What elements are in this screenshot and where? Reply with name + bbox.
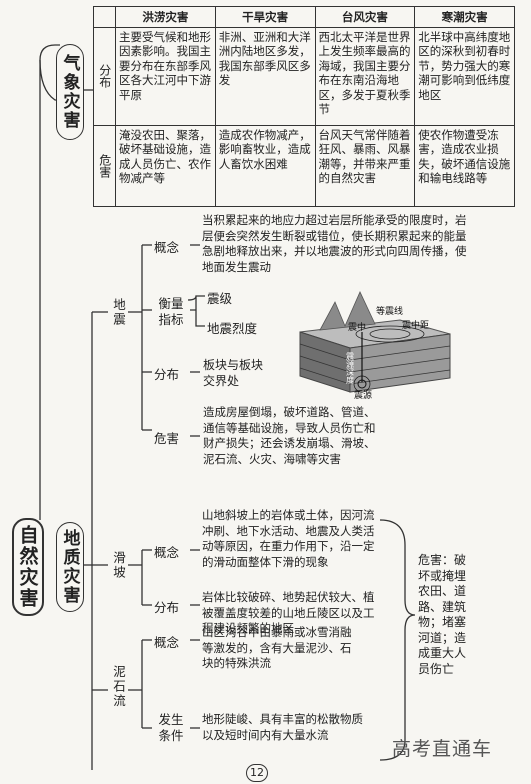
ls-distribution-label: 分布 — [154, 600, 180, 615]
row-label-distribution: 分布 — [93, 26, 116, 126]
eq-harm-label: 危害 — [154, 431, 180, 446]
landslide-label: 滑坡 — [111, 551, 126, 580]
eq-distribution-label: 分布 — [154, 367, 180, 382]
table-cell: 西北太平洋是世界上发生频率最高的海域，我国主要分布在东南沿海地区，多发于夏秋季节 — [314, 26, 416, 126]
disaster-table: 洪涝灾害 干旱灾害 台风灾害 寒潮灾害 分布 主要受气候和地形因素影响。我国主要… — [93, 6, 515, 207]
df-concept-label: 概念 — [154, 635, 180, 650]
table-cell: 使农作物遭受冻害，造成农业损失，破坏通信设施和输电线路等 — [414, 124, 515, 207]
diagram-label: 震源深度 — [346, 352, 355, 385]
df-condition-text: 地形陡峻、具有丰富的松散物质以及短时间内有大量水流 — [202, 712, 363, 742]
table-cell: 主要受气候和地形因素影响。我国主要分布在东部季风区各大江河中下游平原 — [115, 26, 216, 126]
header-flood: 洪涝灾害 — [115, 6, 216, 28]
natural-disaster-label: 自然灾害 — [12, 518, 44, 616]
debris-flow-label: 泥石流 — [111, 665, 126, 709]
ls-concept-label: 概念 — [154, 545, 180, 560]
table-row-distribution: 分布 主要受气候和地形因素影响。我国主要分布在东部季风区各大江河中下游平原 非洲… — [93, 26, 515, 126]
header-typhoon: 台风灾害 — [314, 6, 416, 28]
eq-concept-label: 概念 — [154, 240, 180, 255]
table-cell: 造成农作物减产，影响畜牧业，造成人畜饮水困难 — [214, 124, 316, 207]
row-label-harm: 危害 — [93, 124, 116, 207]
diagram-label: 震源 — [354, 390, 372, 400]
table-cell: 非洲、亚洲和大洋洲内陆地区多发，我国东部季风区多发 — [214, 26, 316, 126]
table-cell: 淹没农田、聚落，破坏基础设施，造成人员伤亡、农作物减产等 — [115, 124, 216, 207]
table-cell: 台风天气常伴随着狂风、暴雨、风暴潮等，并带来严重的自然灾害 — [314, 124, 416, 207]
earthquake-label: 地震 — [111, 298, 126, 327]
landslide-debris-harm-text: 危害：破坏或掩埋农田、道路、建筑物；堵塞河道；造成重大人员伤亡 — [418, 553, 467, 676]
eq-measure-intensity: 地震烈度 — [207, 321, 258, 336]
geo-disaster-label: 地质灾害 — [56, 522, 84, 612]
df-condition-label: 发生条件 — [158, 712, 184, 743]
watermark: 高考直通车 — [392, 738, 493, 760]
header-coldwave: 寒潮灾害 — [414, 6, 515, 28]
eq-concept-text: 当积累起来的地应力超过岩层所能承受的限度时，岩层便会突然发生断裂或错位，使长期积… — [202, 213, 467, 274]
eq-measure-label: 衡量指标 — [158, 296, 184, 327]
table-header-row: 洪涝灾害 干旱灾害 台风灾害 寒潮灾害 — [93, 6, 515, 28]
eq-distribution-text: 板块与板块交界处 — [203, 358, 264, 388]
ls-concept-text: 山地斜坡上的岩体或土体，因河流冲刷、地下水活动、地震及人类活动等原因，在重力作用… — [202, 508, 375, 569]
header-drought: 干旱灾害 — [214, 6, 316, 28]
eq-measure-magnitude: 震级 — [207, 291, 233, 306]
diagram-label: 等震线 — [376, 305, 403, 317]
table-corner — [93, 6, 116, 28]
df-concept-text: 山区沟谷中由暴雨或冰雪消融等激发的，含有大量泥沙、石块的特殊洪流 — [202, 625, 352, 670]
table-cell: 北半球中高纬度地区的深秋到初春时节，势力强大的寒潮可影响到低纬度地区 — [414, 26, 515, 126]
meteo-disaster-label: 气象灾害 — [56, 44, 84, 140]
diagram-label: 震中距 — [402, 319, 429, 331]
ls-distribution-text: 岩体比较破碎、地势起伏较大、植被覆盖度较差的山地丘陵区以及工程建设频繁的地区 — [202, 590, 375, 635]
diagram-label: 震中 — [348, 321, 366, 333]
table-row-harm: 危害 淹没农田、聚落，破坏基础设施，造成人员伤亡、农作物减产等 造成农作物减产，… — [93, 124, 515, 207]
earthquake-diagram: 等震线 震中距 震中 震源深度 震源 — [299, 291, 451, 400]
page-number: 12 — [246, 764, 268, 782]
eq-harm-text: 造成房屋倒塌，破坏道路、管道、通信等基础设施，导致人员伤亡和财产损失；还会诱发崩… — [203, 405, 376, 466]
